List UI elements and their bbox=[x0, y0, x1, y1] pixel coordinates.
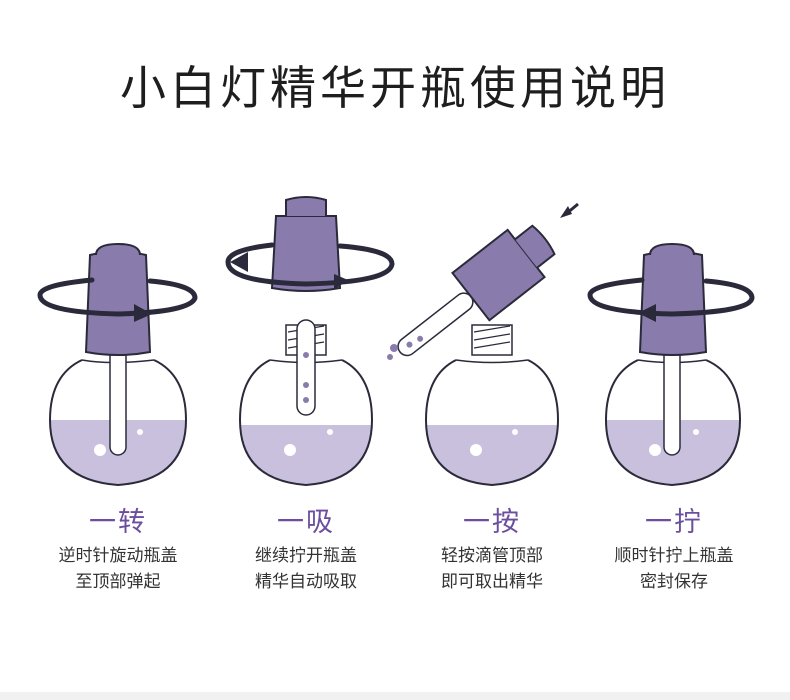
bottle-body bbox=[604, 359, 742, 487]
step2-title: 一吸 bbox=[277, 507, 335, 538]
step4-description: 顺时针拧上瓶盖 密封保存 bbox=[584, 543, 764, 595]
rotate-clockwise-arrow-icon bbox=[587, 277, 755, 317]
step2-description: 继续拧开瓶盖 精华自动吸取 bbox=[216, 543, 396, 595]
step3-title: 一按 bbox=[463, 507, 521, 538]
step3-bottle bbox=[387, 202, 579, 487]
bottle-cap bbox=[84, 250, 152, 356]
step1-desc-line1: 逆时针旋动瓶盖 bbox=[58, 546, 178, 566]
step4-desc-line2: 密封保存 bbox=[640, 572, 708, 592]
bottle-body bbox=[238, 359, 374, 487]
step2-bottle bbox=[225, 196, 395, 487]
step4-desc-line1: 顺时针拧上瓶盖 bbox=[614, 546, 734, 566]
step1-bottle bbox=[37, 242, 198, 487]
step1-title: 一转 bbox=[89, 507, 147, 538]
rotate-arrow-icon bbox=[225, 242, 395, 287]
step3-desc-line2: 即可取出精华 bbox=[441, 572, 543, 592]
rotate-counterclockwise-arrow-icon bbox=[37, 277, 198, 317]
step3-description: 轻按滴管顶部 即可取出精华 bbox=[402, 543, 582, 595]
step1-desc-line2: 至顶部弹起 bbox=[75, 572, 161, 592]
bottle-cap bbox=[270, 215, 342, 292]
step3-desc-line1: 轻按滴管顶部 bbox=[441, 546, 543, 566]
step4-title: 一拧 bbox=[645, 507, 703, 538]
bottle-cap bbox=[638, 250, 708, 356]
step4-bottle bbox=[587, 242, 755, 487]
dropper-tube bbox=[296, 319, 316, 416]
footer-strip bbox=[0, 692, 790, 700]
step1-description: 逆时针旋动瓶盖 至顶部弹起 bbox=[28, 543, 208, 595]
bottle-body bbox=[424, 359, 560, 487]
page-title: 小白灯精华开瓶使用说明 bbox=[120, 61, 670, 115]
dropper-tube bbox=[109, 344, 127, 456]
dropper-assembly bbox=[397, 224, 556, 357]
step2-desc-line2: 精华自动吸取 bbox=[255, 572, 357, 592]
bottle-cap bbox=[451, 228, 546, 322]
dropper-tube bbox=[397, 292, 474, 357]
step2-desc-line1: 继续拧开瓶盖 bbox=[255, 546, 357, 566]
bottle-body bbox=[48, 359, 188, 487]
bottle-illustrations bbox=[37, 196, 755, 487]
